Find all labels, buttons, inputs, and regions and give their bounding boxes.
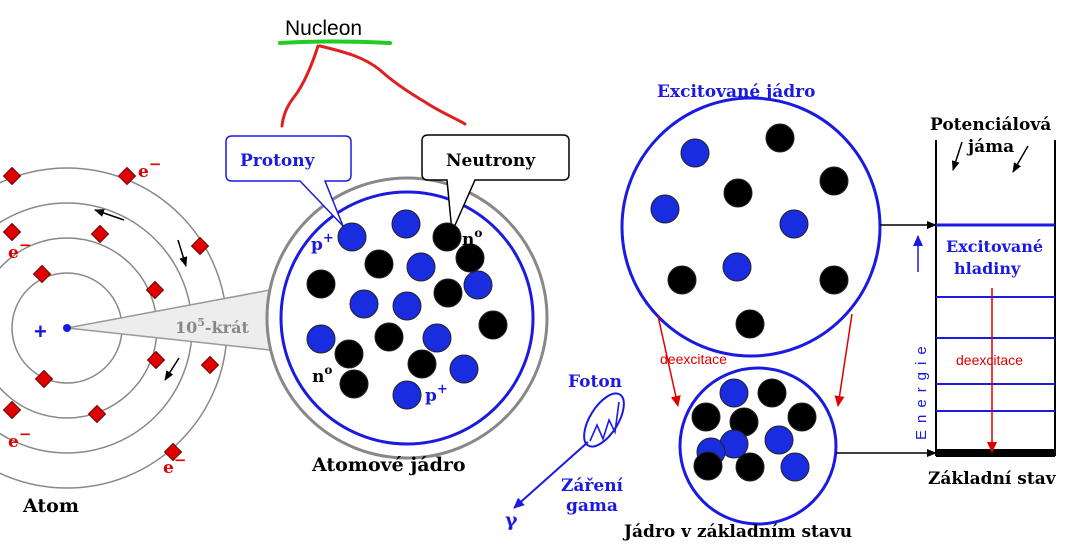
neutron	[736, 310, 764, 338]
neutron	[724, 179, 752, 207]
electron-label: e−	[8, 425, 31, 452]
proton	[681, 139, 709, 167]
ground-state-nucleus: Jádro v základním stavu	[622, 368, 852, 542]
atom-label: Atom	[22, 495, 79, 517]
neutron	[820, 167, 848, 195]
photon-label: Foton	[568, 372, 622, 392]
gamma-radiation-label: gama	[566, 496, 618, 516]
enlarged-nucleus: Protony Neutrony p+ no no	[226, 135, 569, 476]
protons-callout	[226, 136, 351, 226]
protons-callout-text: Protony	[240, 151, 316, 171]
electron	[34, 266, 51, 283]
potential-well-title: jáma	[966, 137, 1014, 157]
electron	[92, 226, 109, 243]
neutron	[788, 403, 816, 431]
electron	[147, 282, 164, 299]
proton	[651, 195, 679, 223]
ground-state-label: Základní stav	[928, 469, 1057, 489]
proton	[450, 355, 478, 383]
deexcitation-label: deexcitace	[660, 351, 727, 367]
proton	[350, 290, 378, 318]
motion-arrow	[178, 240, 186, 266]
well-arrow	[953, 142, 962, 170]
magnification-label: 105-krát	[175, 316, 249, 337]
neutron	[758, 379, 786, 407]
gamma-radiation-label: Záření	[561, 476, 624, 496]
neutron	[692, 403, 720, 431]
electron	[36, 371, 53, 388]
potential-well: Potenciálová jáma Excitované hladiny dee…	[913, 115, 1057, 489]
nucleon-underline	[280, 42, 390, 44]
potential-well-title: Potenciálová	[930, 115, 1051, 135]
atomic-nucleus-label: Atomové jádro	[311, 454, 466, 476]
energy-axis-label: Energie	[913, 339, 930, 440]
neutron	[340, 370, 368, 398]
atomic-nucleus-dot	[63, 324, 71, 332]
neutron	[434, 279, 462, 307]
excited-levels-label: Excitované	[946, 237, 1043, 256]
proton	[393, 381, 421, 409]
neutron	[433, 223, 461, 251]
proton	[423, 324, 451, 352]
excited-nucleus: Excitované jádro	[622, 82, 880, 356]
proton	[720, 379, 748, 407]
excited-levels-label: hladiny	[954, 259, 1021, 278]
neutron	[694, 452, 722, 480]
neutron	[479, 311, 507, 339]
nucleus-plus: +	[34, 319, 47, 344]
proton	[407, 253, 435, 281]
electron	[192, 238, 209, 255]
neutron	[408, 350, 436, 378]
proton	[392, 210, 420, 238]
neutron	[375, 323, 403, 351]
proton	[307, 325, 335, 353]
proton	[765, 426, 793, 454]
nucleon-link-neutrons	[320, 46, 465, 124]
neutron	[307, 270, 335, 298]
atom-model: + 105-krát e− e− e− e−	[0, 155, 270, 517]
ground-state-nucleus-label: Jádro v základním stavu	[622, 522, 852, 542]
neutron	[820, 266, 848, 294]
proton	[338, 223, 366, 251]
neutron	[365, 250, 393, 278]
proton	[723, 253, 751, 281]
neutron	[766, 124, 794, 152]
nucleon-label: Nucleon	[285, 17, 362, 40]
nucleon-annotation: Nucleon	[280, 17, 465, 126]
electron	[202, 357, 219, 374]
motion-arrow	[165, 358, 179, 380]
photon-wave-packet	[576, 387, 632, 453]
nucleon-link-protons	[282, 46, 318, 126]
electron-label: e−	[138, 155, 161, 182]
electron	[4, 168, 21, 185]
gamma-symbol: γ	[505, 509, 518, 531]
electron	[89, 406, 106, 423]
neutrons-callout-text: Neutrony	[446, 151, 536, 171]
proton	[781, 453, 809, 481]
neutron	[736, 453, 764, 481]
proton	[393, 292, 421, 320]
ground-level	[936, 449, 1055, 457]
well-arrow	[1013, 146, 1028, 172]
electron-label: e−	[163, 451, 186, 478]
deexcitation-arrow-right	[838, 314, 852, 406]
neutron	[668, 266, 696, 294]
electron	[148, 352, 165, 369]
neutron	[335, 340, 363, 368]
well-deexcitation-label: deexcitace	[956, 352, 1023, 368]
proton	[464, 271, 492, 299]
proton	[780, 210, 808, 238]
